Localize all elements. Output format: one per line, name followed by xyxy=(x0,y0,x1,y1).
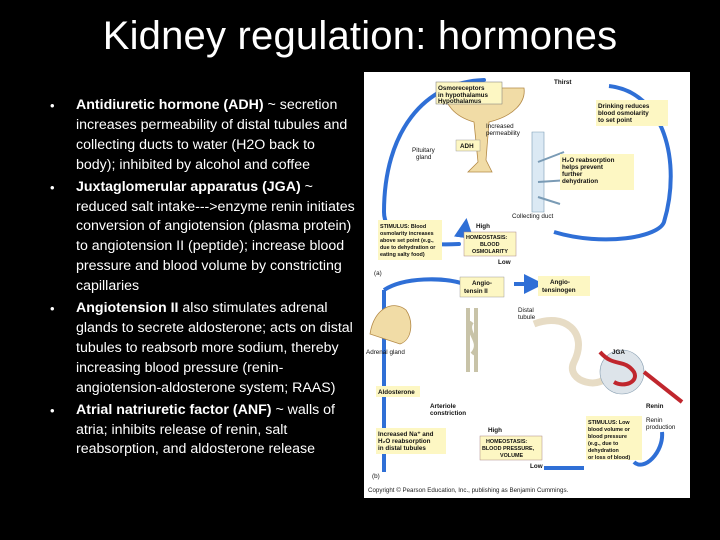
bullet-item: • Angiotension II also stimulates adrenal… xyxy=(40,299,358,399)
pituitary-label: Pituitary xyxy=(412,147,436,154)
collecting-duct xyxy=(531,131,545,213)
stimulus-b-label: blood volume or xyxy=(588,427,631,433)
angiotensin2-box xyxy=(459,276,505,298)
panel-a-label: (a) xyxy=(374,270,382,277)
increased-na-label: Increased Na⁺ and xyxy=(378,431,434,438)
stimulus-b-box xyxy=(586,416,642,460)
jga-label: JGA xyxy=(612,349,625,356)
stimulus-a-label: osmolarity increases xyxy=(380,231,434,237)
bullet-item: • Atrial natriuretic factor (ANF) ~ walls… xyxy=(40,401,358,461)
adrenal-gland-shape xyxy=(369,305,412,345)
low-label: Low xyxy=(498,259,511,266)
pituitary-label: gland xyxy=(416,154,432,161)
stimulus-b-label: (e.g., due to xyxy=(588,441,619,447)
figure-svg: Osmoreceptors in hypothalamus Hypothalam… xyxy=(366,78,684,494)
homeostasis-b-box xyxy=(479,435,543,461)
arteriole-red xyxy=(598,350,637,387)
bullet-item: • Antidiuretic hormone (ADH) ~ secretion … xyxy=(40,96,358,176)
arteriole-label: constriction xyxy=(430,410,466,417)
bullet-text: ~ reduced salt intake--->enzyme renin in… xyxy=(76,178,355,295)
bullet-term: Antidiuretic hormone (ADH) xyxy=(76,97,264,113)
drinking-label: Drinking reduces xyxy=(598,103,650,110)
h2o-label: H₂O reabsorption xyxy=(562,157,615,164)
increased-na-label: in distal tubules xyxy=(378,445,426,452)
homeostasis-a-label: OSMOLARITY xyxy=(472,249,508,255)
kidney-hormone-figure: Osmoreceptors in hypothalamus Hypothalam… xyxy=(364,72,690,498)
adh-label: ADH xyxy=(460,143,474,150)
homeostasis-b-label: BLOOD PRESSURE, xyxy=(482,446,535,452)
drinking-label: to set point xyxy=(598,117,633,124)
angiotensinogen-label: tensinogen xyxy=(542,287,576,294)
bullet-text: ~ secretion increases permeability of di… xyxy=(76,97,348,173)
renin-production-label: production xyxy=(646,424,676,431)
permeability-label: Increased xyxy=(486,123,514,130)
low-b-label: Low xyxy=(530,463,543,470)
thirst-label: Thirst xyxy=(554,79,572,86)
bullet-dot-icon: • xyxy=(50,179,55,195)
angiotensinogen-label: Angio- xyxy=(550,279,570,286)
angiotensin2-label: tensin II xyxy=(464,288,488,295)
permeability-label: permeability xyxy=(486,130,521,137)
stimulus-b-label: blood pressure xyxy=(588,434,627,440)
stimulus-b-label: or loss of blood) xyxy=(588,455,630,461)
increased-na-box xyxy=(376,428,446,454)
h2o-box xyxy=(560,154,634,190)
slide-title: Kidney regulation: hormones xyxy=(102,14,618,58)
adrenal-label: Adrenal gland xyxy=(366,349,405,356)
angiotensin2-label: Angio- xyxy=(472,280,492,287)
hypothalamus-label: Hypothalamus xyxy=(438,98,482,105)
drinking-label: blood osmolarity xyxy=(598,110,649,117)
high-b-label: High xyxy=(488,427,502,434)
high-label: High xyxy=(476,223,490,230)
h2o-label: further xyxy=(562,171,583,178)
bullet-text: ~ walls of atria; inhibits release of re… xyxy=(76,401,335,458)
bullet-dot-icon: • xyxy=(50,98,55,113)
homeostasis-b-label: VOLUME xyxy=(500,453,523,459)
distal-tubule-label: tubule xyxy=(518,314,536,321)
homeostasis-b-label: HOMEOSTASIS: xyxy=(486,439,527,445)
increased-na-label: H₂O reabsorption xyxy=(378,438,431,445)
bullet-dot-icon: • xyxy=(50,402,55,418)
stimulus-b-label: STIMULUS: Low xyxy=(588,420,630,426)
nephron-tubule xyxy=(466,308,478,372)
homeostasis-a-label: BLOOD xyxy=(480,242,500,248)
bullet-term: Juxtaglomerular apparatus (JGA) xyxy=(76,178,301,195)
stimulus-a-label: STIMULUS: Blood xyxy=(380,224,426,230)
stimulus-b-label: dehydration xyxy=(588,448,619,454)
osmoreceptor-box xyxy=(435,81,503,105)
stimulus-a-label: eating salty food) xyxy=(380,252,425,258)
stimulus-a-label: due to dehydration or xyxy=(380,245,436,251)
pituitary-shape xyxy=(444,87,525,173)
collecting-duct-label: Collecting duct xyxy=(512,213,554,220)
copyright-text: Copyright © Pearson Education, Inc., pub… xyxy=(368,487,569,494)
bullet-term: Angiotension II xyxy=(76,300,179,317)
panel-b-label: (b) xyxy=(372,473,380,480)
arteriole-label: Arteriole xyxy=(430,403,456,410)
stimulus-a-box xyxy=(378,220,442,260)
bullet-list: • Antidiuretic hormone (ADH) ~ secretion … xyxy=(40,96,358,462)
homeostasis-a-label: HOMEOSTASIS: xyxy=(466,235,507,241)
h2o-label: dehydration xyxy=(562,178,598,185)
bullet-dot-icon: • xyxy=(50,301,55,317)
adh-box xyxy=(455,139,481,152)
stimulus-a-label: above set point (e.g., xyxy=(380,238,434,244)
bullet-item: • Juxtaglomerular apparatus (JGA) ~ reduc… xyxy=(40,178,358,297)
osmo-label: in hypothalamus xyxy=(438,92,489,99)
angiotensinogen-box xyxy=(538,276,590,296)
osmo-label: Osmoreceptors xyxy=(438,85,485,92)
renin-label: Renin xyxy=(646,403,664,410)
bullet-text: also stimulates adrenal glands to secret… xyxy=(76,300,353,396)
bullet-term: Atrial natriuretic factor (ANF) xyxy=(76,401,272,418)
distal-tubule-label: Distal xyxy=(518,307,534,314)
aldosterone-box xyxy=(376,386,420,397)
drinking-box xyxy=(596,100,668,126)
h2o-label: helps prevent xyxy=(562,164,604,171)
aldosterone-label: Aldosterone xyxy=(378,389,415,396)
homeostasis-a-box xyxy=(463,231,517,257)
renin-production-label: Renin xyxy=(646,417,663,424)
